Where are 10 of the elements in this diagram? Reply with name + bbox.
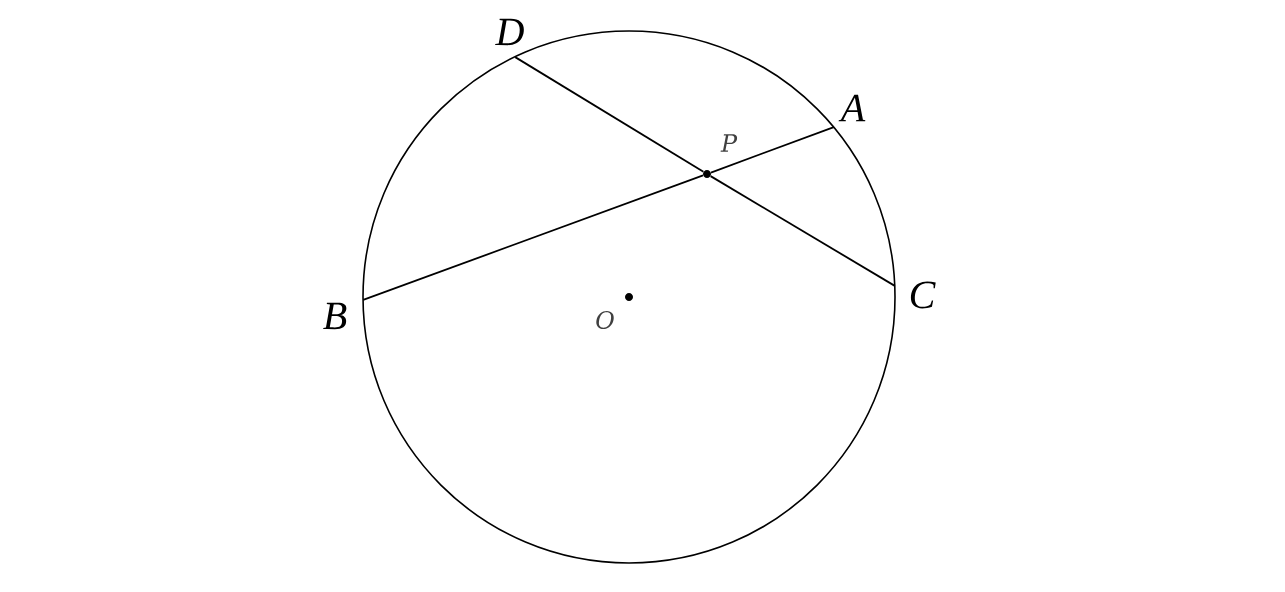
chord xyxy=(709,175,896,287)
chord xyxy=(514,56,705,173)
chord xyxy=(710,126,835,174)
point-label: O xyxy=(596,310,614,330)
point-label: B xyxy=(323,302,347,330)
point-label: C xyxy=(910,281,936,309)
point-label: D xyxy=(495,18,524,46)
point-label: A xyxy=(838,94,866,122)
point-label: P xyxy=(720,134,738,152)
chord xyxy=(362,174,704,301)
